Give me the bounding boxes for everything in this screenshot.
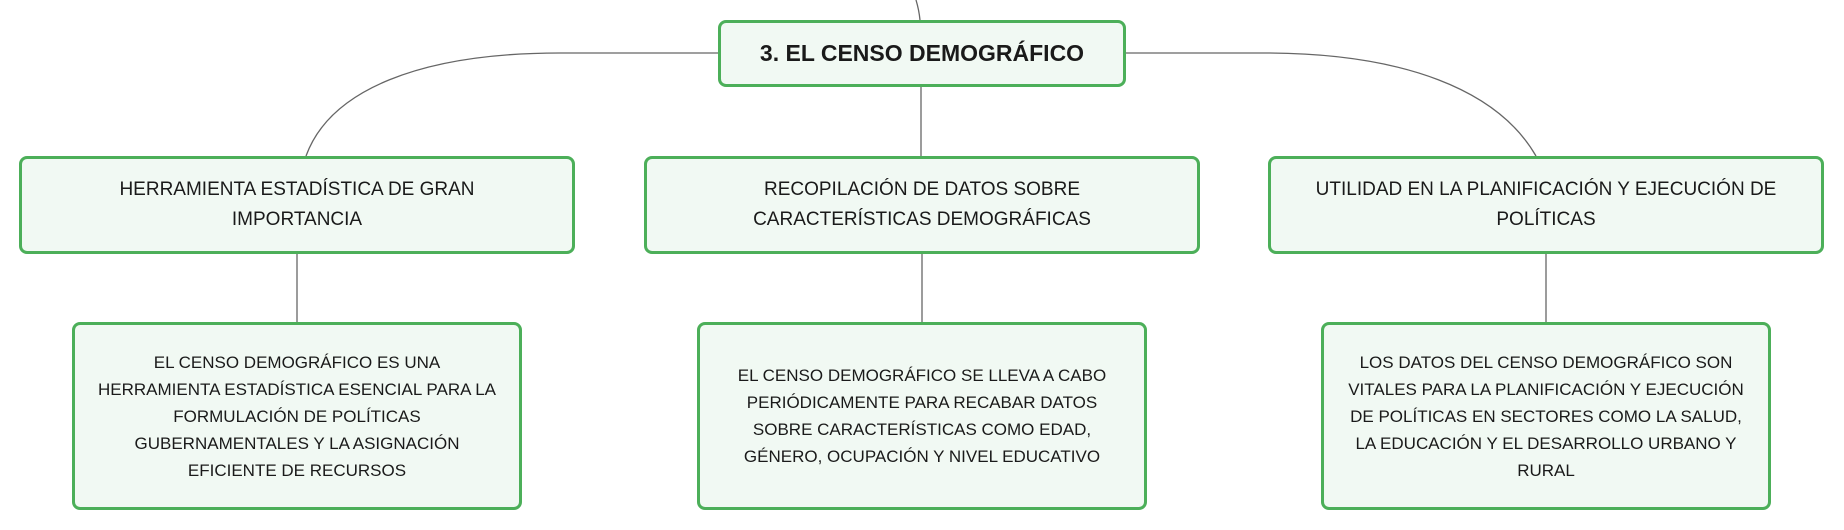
connector-root-to-branch-1 <box>305 52 718 157</box>
detail-node-herramienta[interactable]: EL CENSO DEMOGRÁFICO ES UNA HERRAMIENTA … <box>72 322 522 510</box>
detail-node-text: EL CENSO DEMOGRÁFICO ES UNA HERRAMIENTA … <box>97 352 497 480</box>
detail-node-utilidad[interactable]: LOS DATOS DEL CENSO DEMOGRÁFICO SON VITA… <box>1321 322 1771 510</box>
branch-node-recopilacion[interactable]: RECOPILACIÓN DE DATOS SOBRE CARACTERÍSTI… <box>644 156 1200 254</box>
connector-from-parent <box>915 0 921 21</box>
root-node-label: 3. EL CENSO DEMOGRÁFICO <box>759 40 1085 66</box>
detail-node-text: LOS DATOS DEL CENSO DEMOGRÁFICO SON VITA… <box>1348 352 1744 480</box>
branch-node-utilidad[interactable]: UTILIDAD EN LA PLANIFICACIÓN Y EJECUCIÓN… <box>1268 156 1824 254</box>
branch-node-label: HERRAMIENTA ESTADÍSTICA DE GRAN IMPORTAN… <box>119 179 475 230</box>
branch-node-label: UTILIDAD EN LA PLANIFICACIÓN Y EJECUCIÓN… <box>1315 179 1777 230</box>
detail-node-text: EL CENSO DEMOGRÁFICO SE LLEVA A CABO PER… <box>737 366 1107 466</box>
connector-root-to-branch-3 <box>1126 52 1537 157</box>
branch-node-herramienta[interactable]: HERRAMIENTA ESTADÍSTICA DE GRAN IMPORTAN… <box>19 156 575 254</box>
branch-node-label: RECOPILACIÓN DE DATOS SOBRE CARACTERÍSTI… <box>753 179 1091 230</box>
root-node[interactable]: 3. EL CENSO DEMOGRÁFICO <box>718 20 1126 87</box>
detail-node-recopilacion[interactable]: EL CENSO DEMOGRÁFICO SE LLEVA A CABO PER… <box>697 322 1147 510</box>
